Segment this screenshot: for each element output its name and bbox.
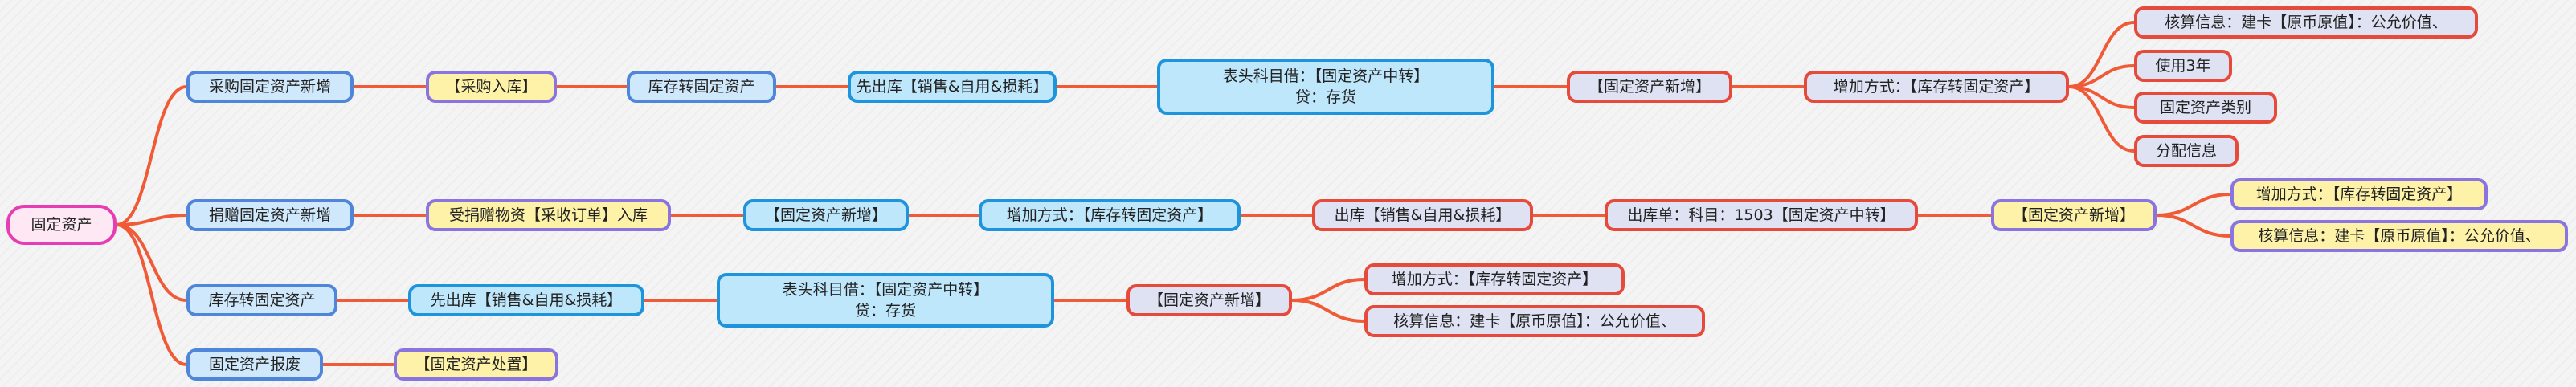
- connector-line: [2067, 21, 2136, 88]
- connector-line: [2155, 214, 2232, 238]
- node-asset-add-card[interactable]: 【固定资产新增】: [743, 199, 909, 231]
- connector-line: [2155, 193, 2232, 217]
- node-asset-disposal-card[interactable]: 【固定资产处置】: [394, 348, 558, 381]
- node-useful-life[interactable]: 使用3年: [2134, 50, 2232, 82]
- node-stock-out[interactable]: 出库【销售&自用&损耗】: [1312, 199, 1533, 231]
- node-asset-add-card[interactable]: 【固定资产新增】: [1126, 284, 1292, 316]
- connector-line: [1290, 299, 1366, 323]
- node-accounting-info[interactable]: 核算信息：建卡【原币原值】：公允价值、: [2230, 220, 2568, 252]
- node-stock-out-first[interactable]: 先出库【销售&自用&损耗】: [408, 284, 644, 316]
- connector-line: [115, 214, 188, 226]
- voucher-debit-line: 表头科目借：【固定资产中转】: [1222, 67, 1429, 85]
- root-node[interactable]: 固定资产: [6, 205, 117, 245]
- voucher-debit-line: 表头科目借：【固定资产中转】: [782, 281, 989, 299]
- connector-line: [115, 223, 188, 366]
- node-voucher[interactable]: 表头科目借：【固定资产中转】 贷：存货: [717, 273, 1054, 328]
- branch-donated-asset[interactable]: 捐赠固定资产新增: [186, 199, 354, 231]
- node-asset-add-card[interactable]: 【固定资产新增】: [1991, 199, 2157, 231]
- node-voucher[interactable]: 表头科目借：【固定资产中转】 贷：存货: [1157, 59, 1494, 115]
- node-accounting-info[interactable]: 核算信息：建卡【原币原值】：公允价值、: [1364, 305, 1705, 337]
- node-outbound-doc[interactable]: 出库单：科目：1503【固定资产中转】: [1605, 199, 1918, 231]
- node-stock-out-first[interactable]: 先出库【销售&自用&损耗】: [848, 71, 1057, 103]
- node-donation-receipt[interactable]: 受捐赠物资【采收订单】入库: [426, 199, 671, 231]
- connector-line: [1290, 278, 1366, 302]
- node-accounting-info[interactable]: 核算信息：建卡【原币原值】：公允价值、: [2134, 6, 2478, 39]
- voucher-credit-line: 贷：存货: [1294, 88, 1356, 106]
- node-asset-category[interactable]: 固定资产类别: [2134, 92, 2277, 124]
- voucher-credit-line: 贷：存货: [854, 302, 916, 320]
- node-purchase-receipt[interactable]: 【采购入库】: [426, 71, 557, 103]
- node-add-method[interactable]: 增加方式：【库存转固定资产】: [979, 199, 1241, 231]
- node-add-method[interactable]: 增加方式：【库存转固定资产】: [2230, 178, 2488, 210]
- node-allocation-info[interactable]: 分配信息: [2134, 135, 2239, 167]
- connector-line: [115, 85, 188, 226]
- branch-purchase-asset[interactable]: 采购固定资产新增: [186, 71, 354, 103]
- node-asset-add-card[interactable]: 【固定资产新增】: [1567, 71, 1732, 103]
- connector-line: [2067, 85, 2136, 153]
- node-add-method[interactable]: 增加方式：【库存转固定资产】: [1804, 71, 2069, 103]
- branch-asset-disposal[interactable]: 固定资产报废: [186, 348, 323, 381]
- node-inventory-to-asset[interactable]: 库存转固定资产: [627, 71, 776, 103]
- node-add-method[interactable]: 增加方式：【库存转固定资产】: [1364, 263, 1625, 295]
- branch-inventory-to-asset[interactable]: 库存转固定资产: [186, 284, 337, 316]
- connector-line: [115, 223, 188, 302]
